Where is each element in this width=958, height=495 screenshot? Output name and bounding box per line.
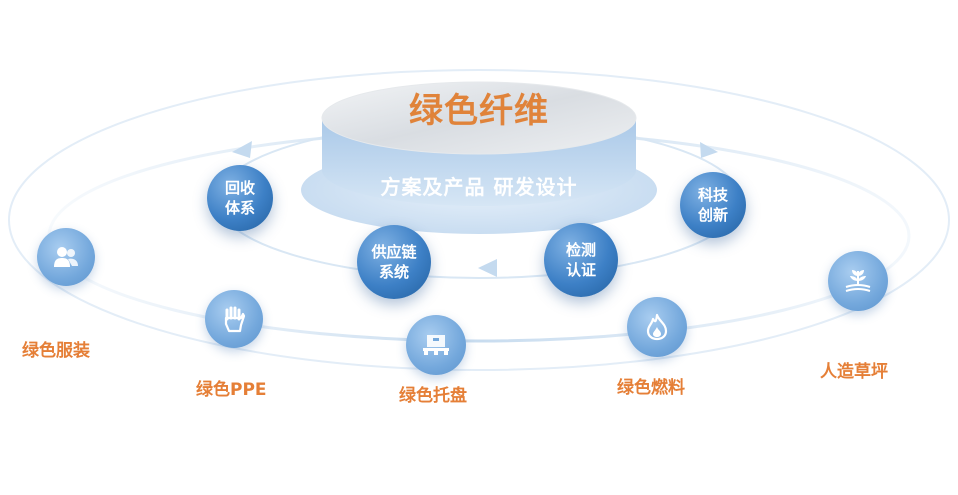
bubble-tech-line2: 创新: [697, 206, 728, 224]
node-ppe: [205, 290, 263, 348]
bubble-tech: 科技 创新: [680, 172, 746, 238]
bubble-recycle-line2: 体系: [224, 199, 255, 217]
node-turf: [828, 251, 888, 311]
label-apparel: 绿色服装: [22, 341, 90, 361]
bubble-supply-line2: 系统: [378, 263, 409, 281]
arrow-bottom: [478, 259, 497, 277]
diagram-title: 绿色纤维: [409, 91, 549, 131]
glove-icon: [224, 306, 246, 333]
outer-ring: [8, 69, 950, 371]
bubble-testing-line2: 认证: [565, 261, 596, 279]
bubble-recycle: 回收 体系: [207, 165, 273, 231]
arrow-top-right: [700, 142, 718, 158]
label-ppe: 绿色PPE: [196, 380, 267, 400]
node-pallet: [406, 315, 466, 375]
flame-icon: [646, 313, 668, 341]
bubble-testing-line1: 检测: [565, 241, 596, 259]
node-apparel: [37, 228, 95, 286]
platform-top: [321, 81, 637, 155]
node-fuel: [627, 297, 687, 357]
bubble-recycle-line1: 回收: [224, 179, 255, 197]
people-icon: [54, 247, 78, 267]
arrow-top-left: [232, 141, 252, 158]
label-fuel: 绿色燃料: [617, 378, 685, 398]
bubble-testing: 检测 认证: [544, 223, 618, 297]
bubble-supply-chain: 供应链 系统: [357, 225, 431, 299]
label-turf: 人造草坪: [820, 362, 888, 382]
bubble-tech-line1: 科技: [697, 186, 728, 204]
label-pallet: 绿色托盘: [399, 386, 467, 406]
bubble-supply-line1: 供应链: [371, 243, 417, 261]
diagram-subtitle: 方案及产品 研发设计: [380, 175, 578, 199]
pallet-icon: [423, 335, 449, 355]
turf-icon: [845, 270, 871, 292]
